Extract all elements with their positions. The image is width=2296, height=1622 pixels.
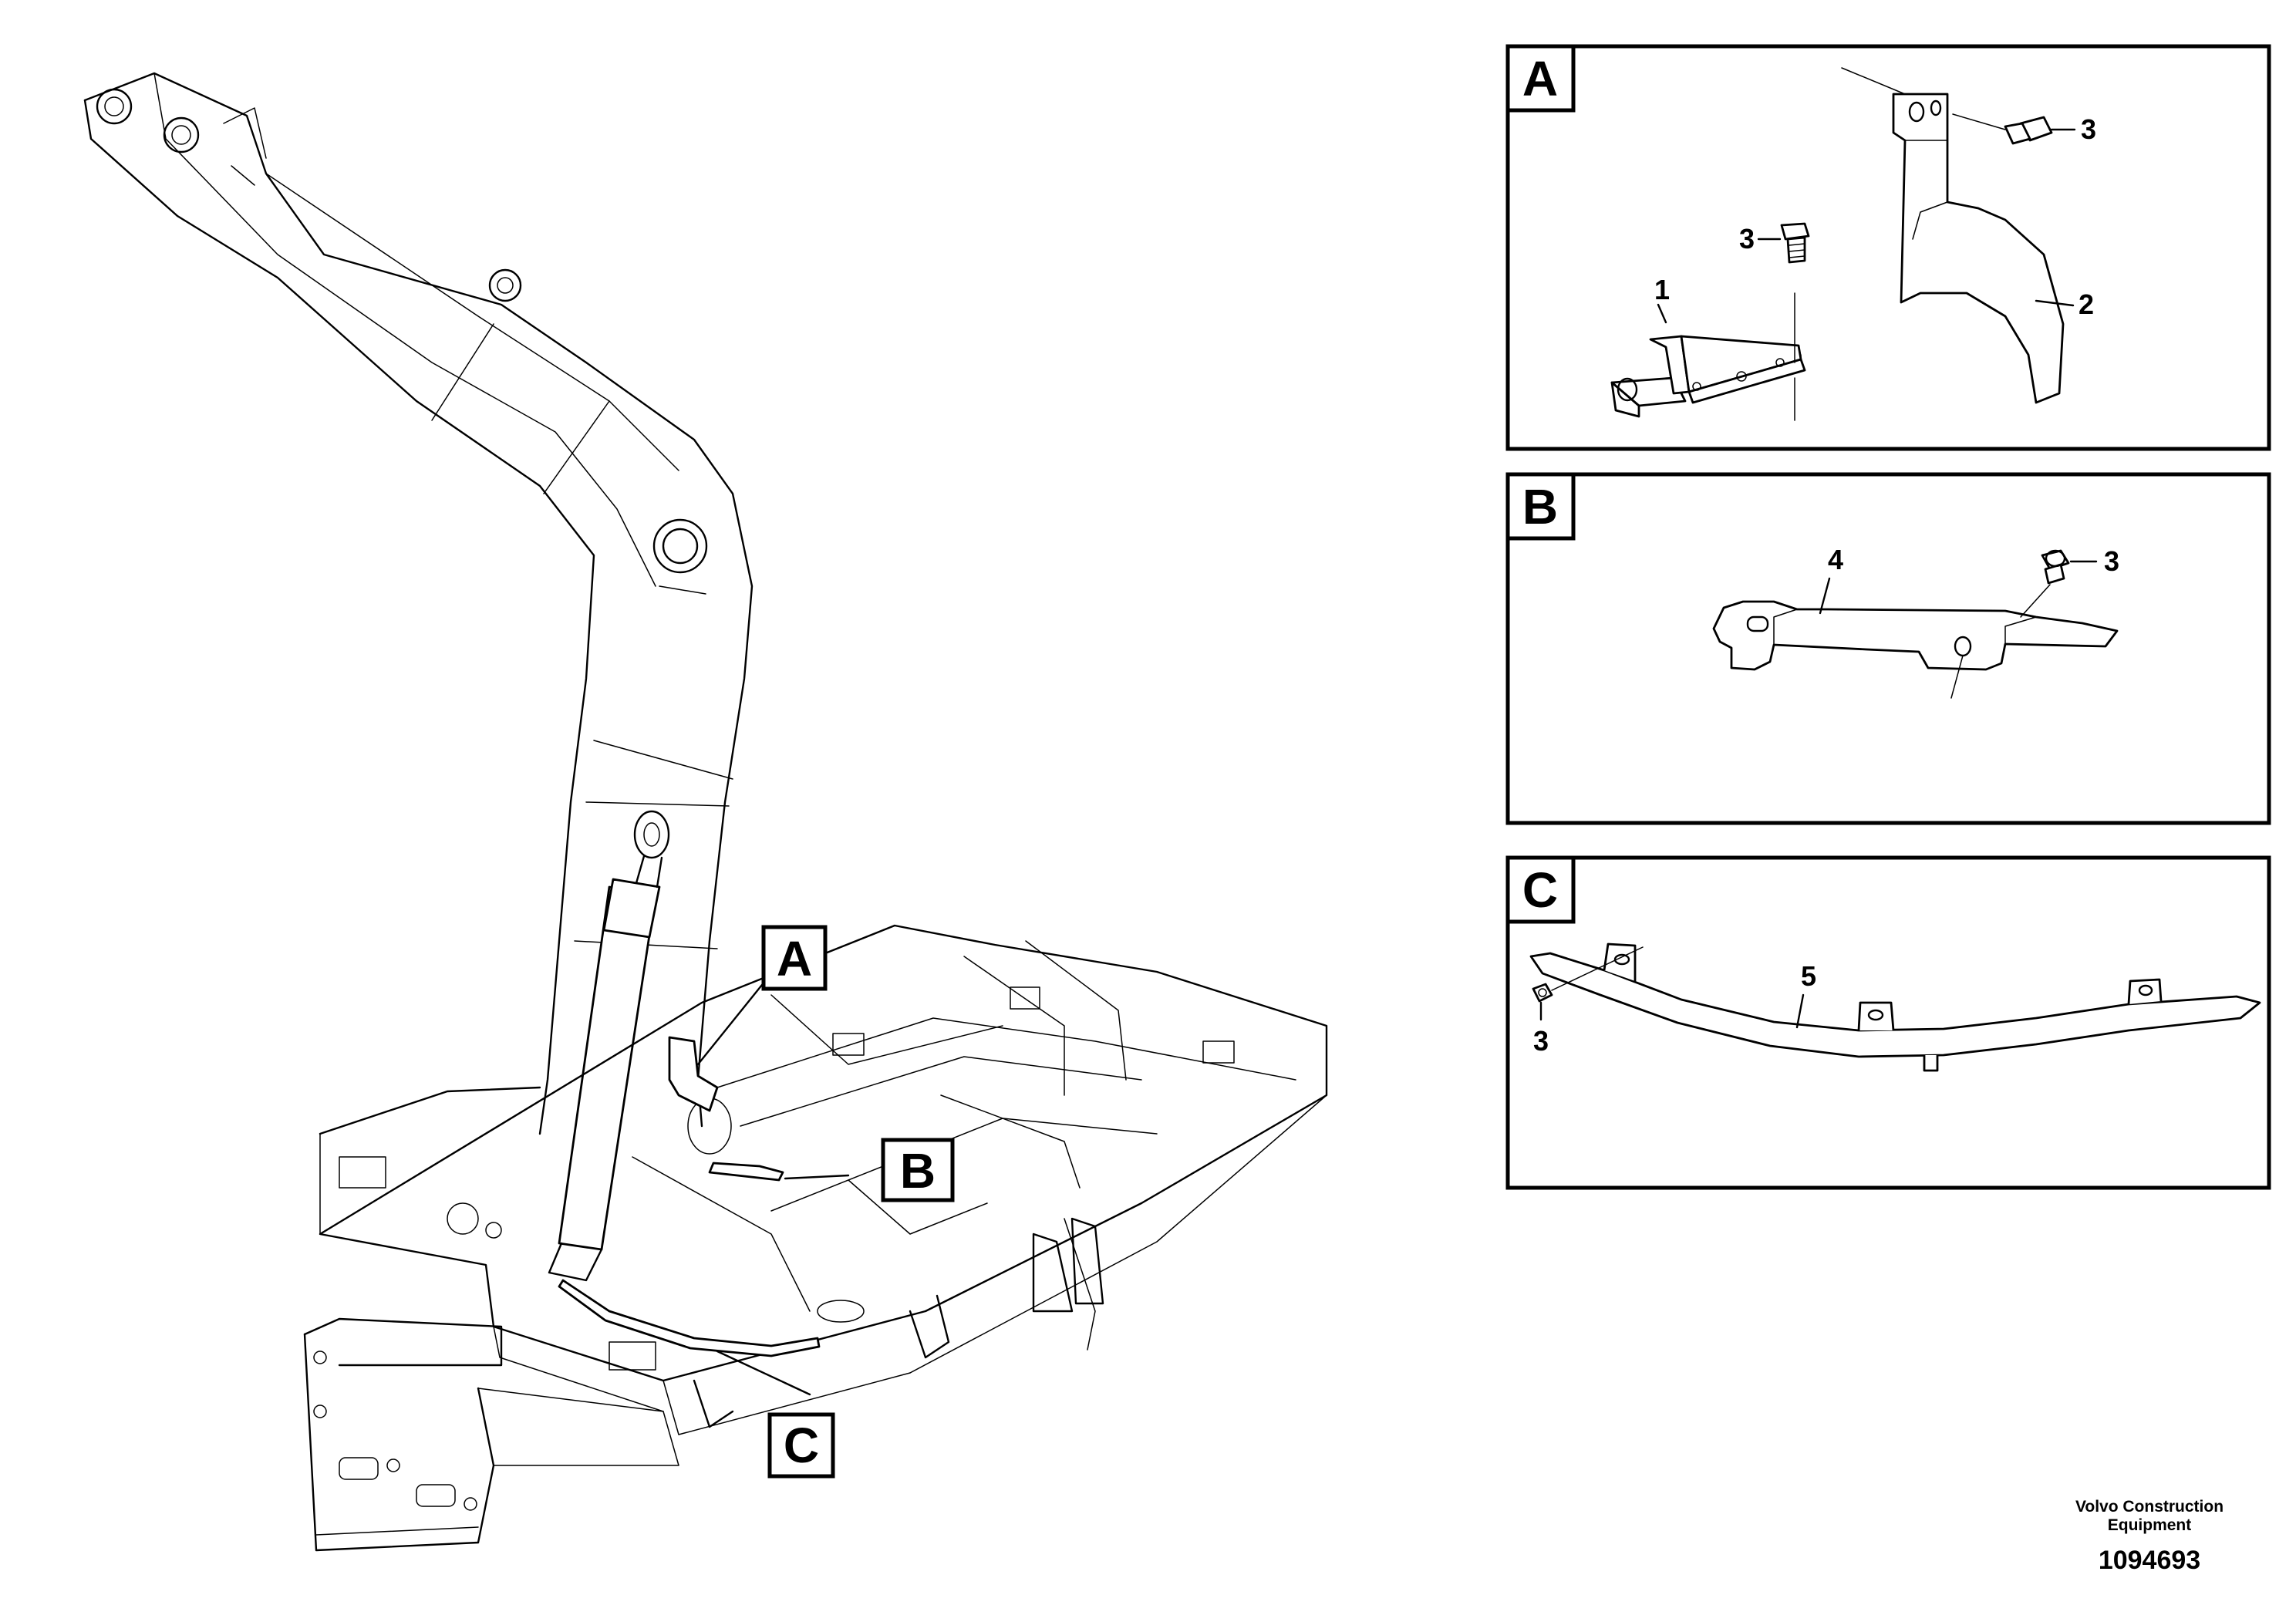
detail-c-letter: C xyxy=(1522,862,1558,918)
detail-panel-c: C 5 3 xyxy=(1505,855,2271,1190)
leader-part-4 xyxy=(1819,577,1831,615)
part-3-bolt-a1 xyxy=(1780,222,1810,264)
detail-panel-a: A xyxy=(1505,44,2271,451)
leader-line-b xyxy=(784,1174,850,1180)
drawing-number: 1094693 xyxy=(2099,1546,2200,1575)
part-1-bracket xyxy=(1610,335,1806,418)
company-name-line2: Equipment xyxy=(2108,1516,2192,1534)
detail-panel-b: B 4 3 xyxy=(1505,472,2271,825)
footer: Volvo Construction Equipment 1094693 xyxy=(2075,1498,2224,1575)
part-3-bolt-b xyxy=(2041,549,2070,585)
upper-frame xyxy=(319,924,1328,1435)
mounting-lugs xyxy=(693,1217,1104,1428)
part-2-bracket xyxy=(1892,93,2065,404)
company-name-line1: Volvo Construction xyxy=(2075,1498,2224,1516)
label-part-2: 2 xyxy=(2079,288,2094,320)
counterweight-block xyxy=(303,1317,679,1552)
leader-line-a xyxy=(696,972,773,1066)
part-1-centerline xyxy=(1794,292,1802,421)
callout-a-label: A xyxy=(777,931,812,986)
part-3-centerline-b xyxy=(1950,584,2051,699)
detail-b-letter: B xyxy=(1522,479,1558,534)
label-part-5: 5 xyxy=(1801,960,1816,992)
label-part-3-c: 3 xyxy=(1533,1025,1549,1057)
callout-c[interactable]: C xyxy=(767,1412,835,1479)
callout-b-label: B xyxy=(900,1143,936,1199)
leader-line-c xyxy=(716,1350,811,1396)
callout-a[interactable]: A xyxy=(761,925,828,991)
detail-a-letter: A xyxy=(1522,51,1558,106)
boom xyxy=(83,72,754,1135)
part-4-bracket xyxy=(1712,600,2119,671)
label-part-3-a1: 3 xyxy=(1739,223,1755,255)
leader-part-5 xyxy=(1795,993,1805,1029)
part-3-bolt-a2 xyxy=(1952,113,2053,145)
leader-part-2 xyxy=(2035,299,2075,307)
excavator-boom-and-frame-illustration xyxy=(83,72,1328,1552)
label-part-3-b: 3 xyxy=(2104,545,2119,577)
callout-c-label: C xyxy=(784,1418,819,1473)
label-part-1: 1 xyxy=(1654,274,1670,305)
leader-part-1 xyxy=(1657,303,1667,324)
part-3-nut-c xyxy=(1532,983,1553,1003)
label-part-4: 4 xyxy=(1828,544,1843,575)
callout-b[interactable]: B xyxy=(881,1138,955,1202)
part-5-curved-bracket xyxy=(1529,943,2261,1072)
part-2-centerline xyxy=(1841,67,1906,95)
part-3-centerline-c xyxy=(1551,946,1644,991)
label-part-3-a2: 3 xyxy=(2081,113,2096,145)
boom-cylinder xyxy=(548,810,670,1282)
